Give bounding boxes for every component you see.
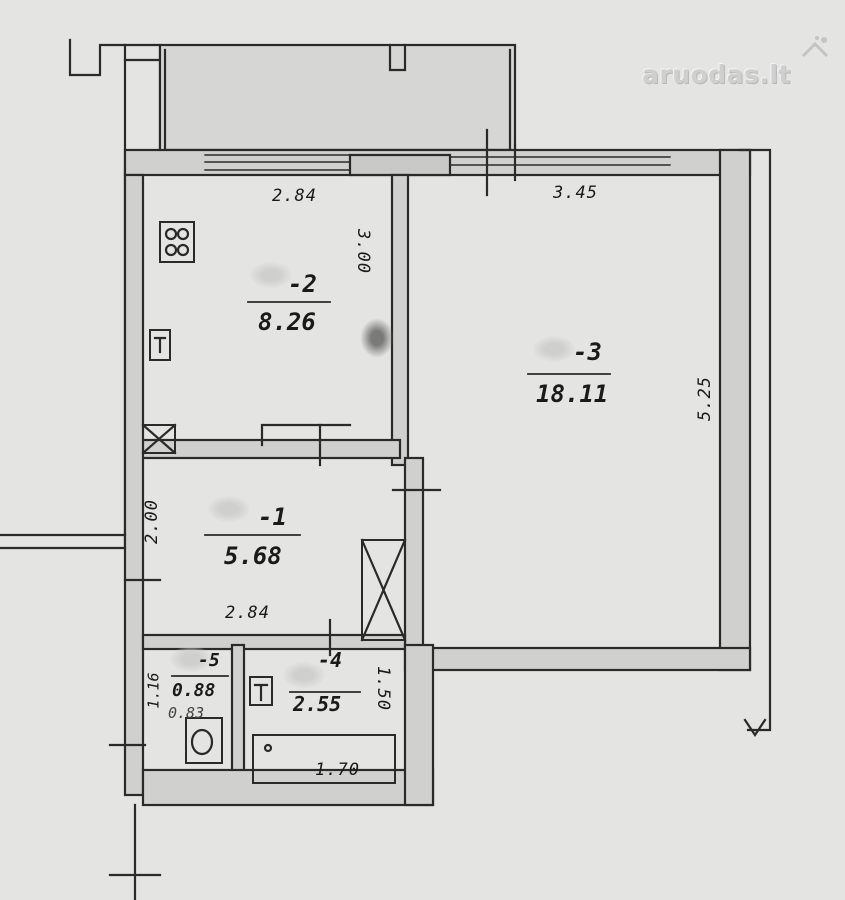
room-5-area: 0.88 (172, 680, 216, 701)
dim-wc-height: 1.16 (144, 672, 163, 709)
room-3-area: 18.11 (536, 380, 609, 408)
redaction-mark (533, 336, 575, 362)
dim-bathtub-length: 1.70 (315, 760, 360, 780)
dim-hall-width: 2.84 (225, 603, 270, 623)
redaction-mark (208, 496, 250, 522)
bathroom-walls (108, 578, 435, 900)
area-underlines (171, 301, 611, 693)
room-1-area: 5.68 (224, 542, 282, 570)
bathtub-fixture (252, 734, 396, 784)
partition-2-3 (390, 173, 410, 467)
redaction-mark (250, 262, 292, 288)
dim-bath-height: 1.50 (372, 666, 393, 711)
wardrobe-fixture (360, 538, 407, 642)
room-3-number: -3 (573, 338, 602, 366)
redaction-mark (283, 662, 325, 688)
bath-sink-fixture (249, 676, 273, 706)
watermark-text: aruodas.lt (642, 60, 791, 89)
room-5-number: -5 (198, 650, 220, 671)
aruodas-watermark: aruodas.lt (642, 36, 829, 89)
house-logo-icon (801, 36, 829, 58)
kitchen-sink-fixture (149, 329, 171, 361)
toilet-fixture (185, 717, 223, 764)
redaction-mark (170, 646, 212, 672)
dim-wc-width: 0.83 (168, 704, 205, 722)
room-1-number: -1 (258, 503, 287, 531)
kitchen-lower-wall (138, 423, 402, 467)
stove-fixture (159, 221, 195, 263)
dim-room2-width: 2.84 (272, 186, 317, 206)
room-4-number: -4 (318, 648, 343, 672)
room3-bottom-wall (403, 646, 752, 672)
dim-hall-height: 2.00 (141, 499, 162, 544)
vent-shaft-kitchen (141, 423, 177, 455)
room-2-number: -2 (288, 270, 317, 298)
room-4-area: 2.55 (293, 692, 342, 716)
dim-room2-height: 3.00 (352, 229, 373, 274)
room-2-area: 8.26 (258, 308, 316, 336)
left-wall (0, 173, 145, 797)
dim-room3-height: 5.25 (694, 376, 715, 421)
stain-mark (360, 318, 394, 358)
dim-room3-width: 3.45 (553, 183, 598, 203)
exterior-walls (68, 38, 517, 547)
